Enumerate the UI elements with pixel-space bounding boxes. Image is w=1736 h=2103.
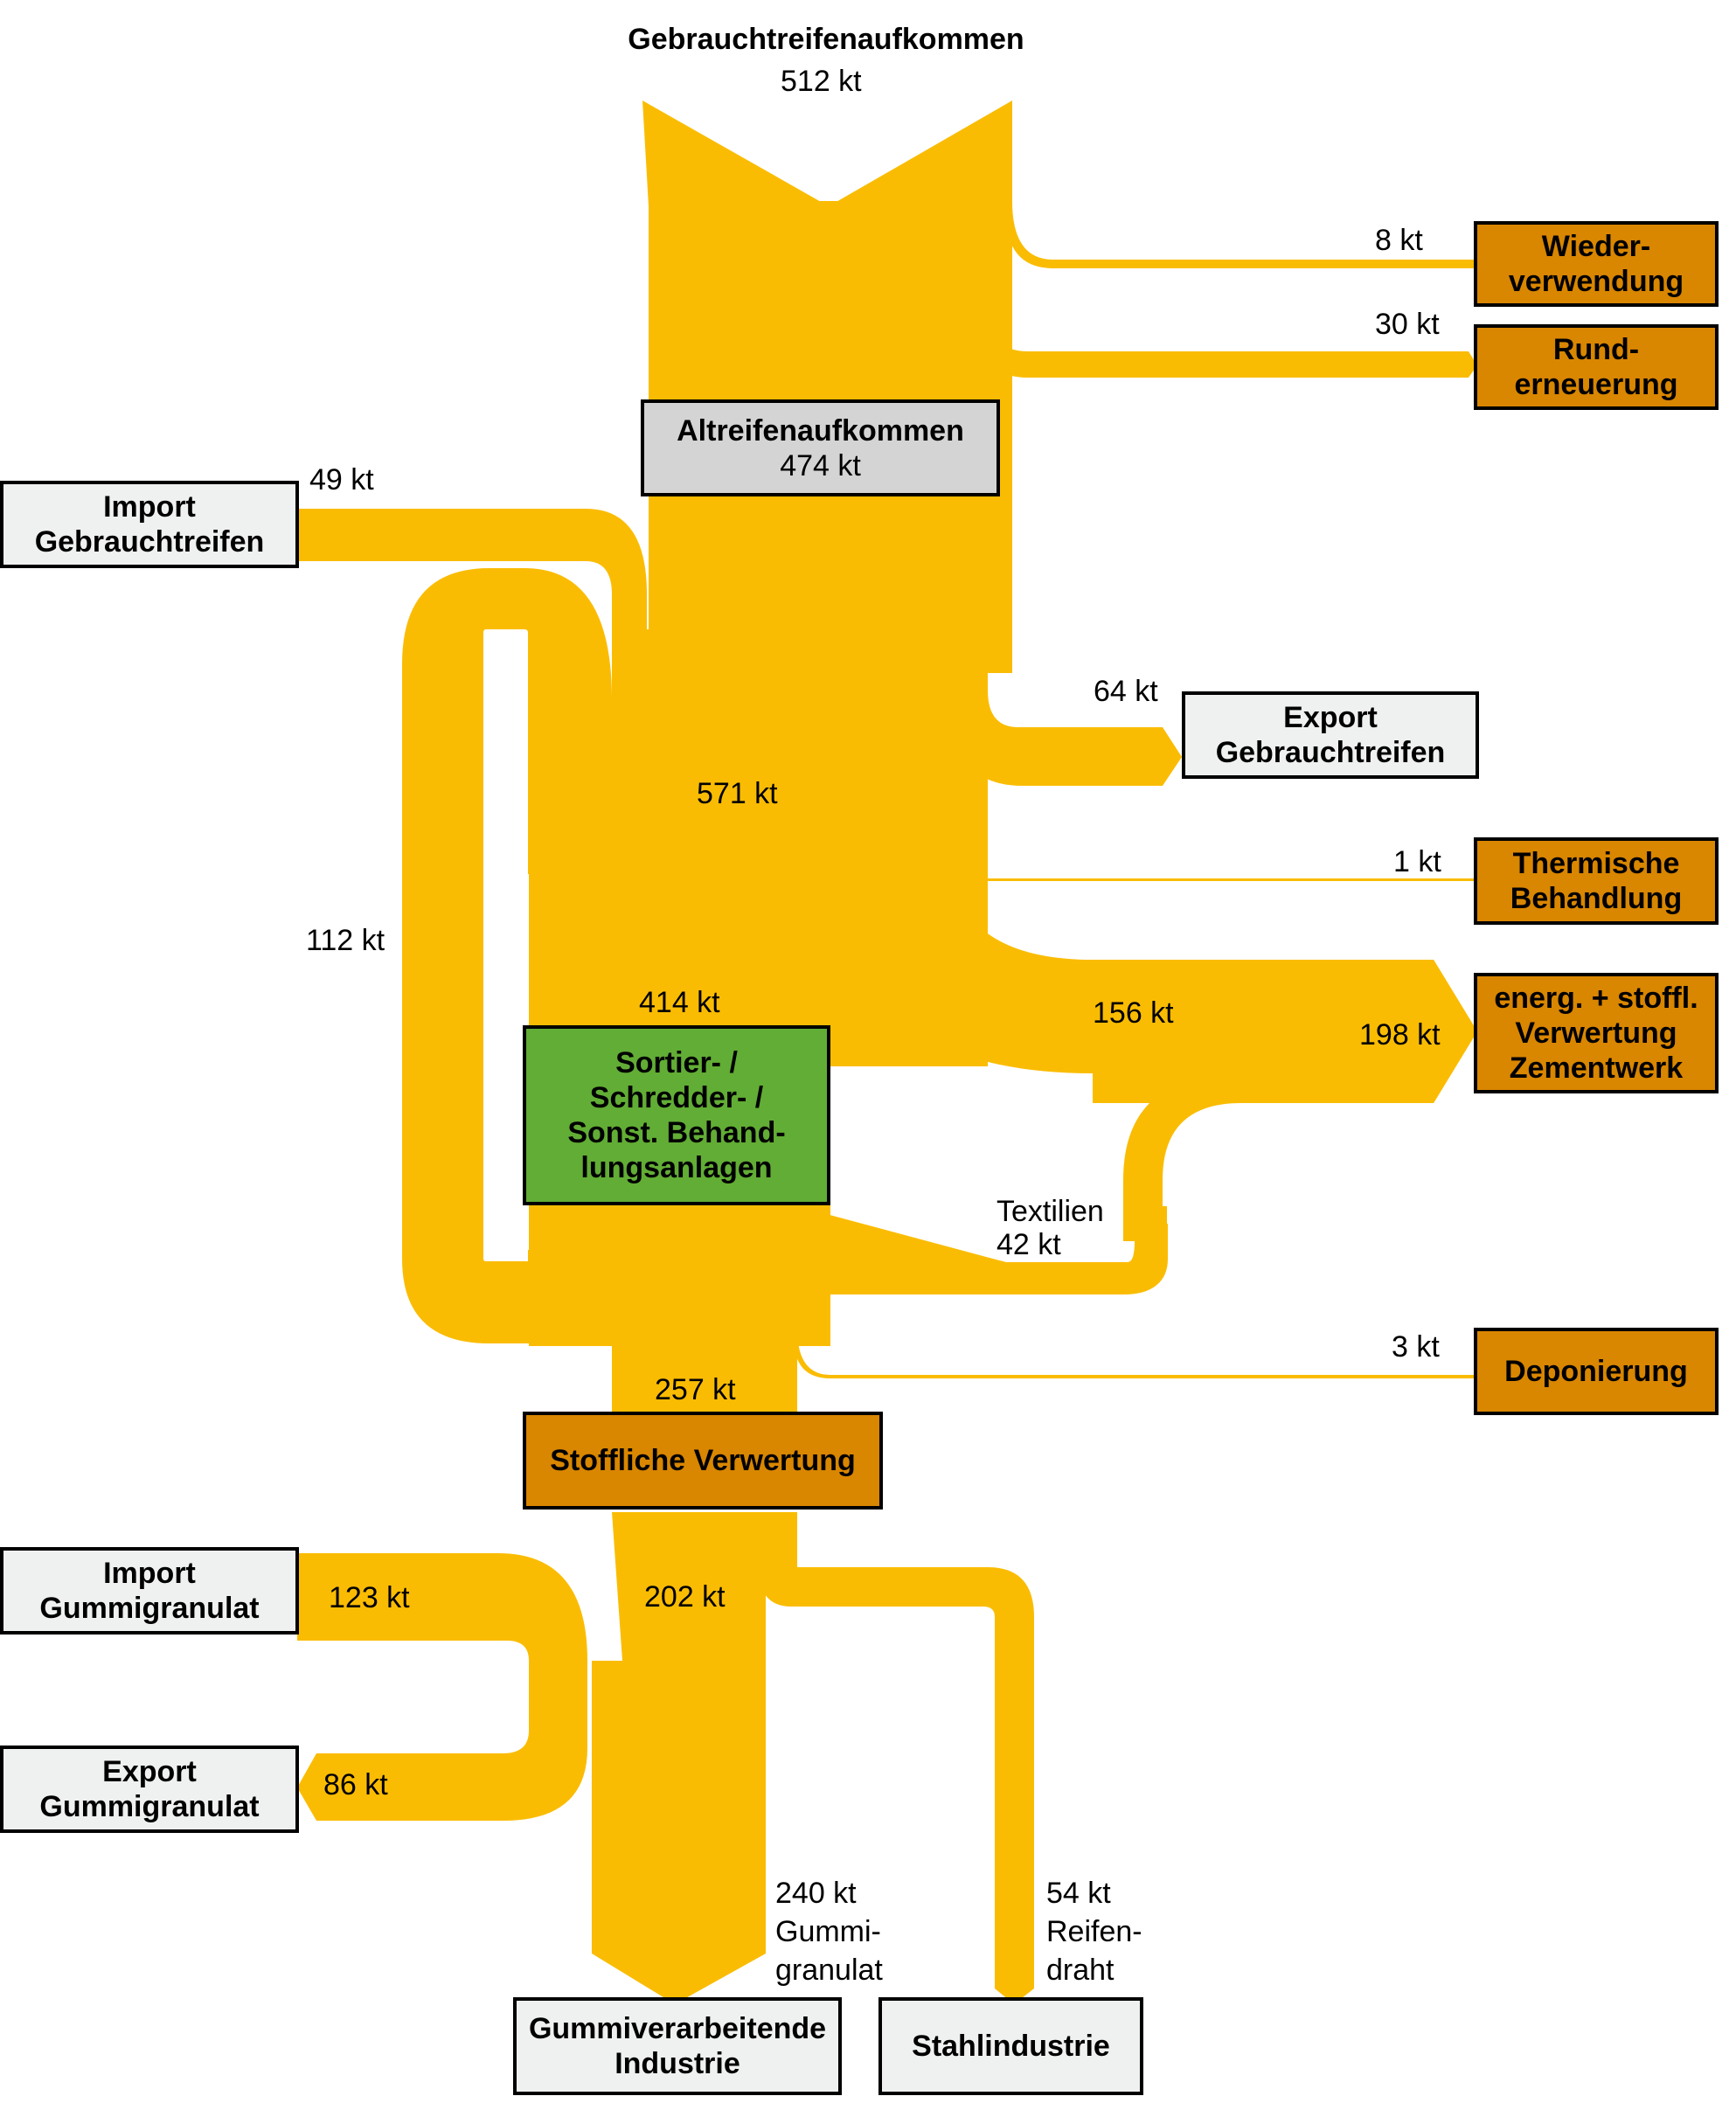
flow-gebrauchtreifen-input (642, 101, 1012, 206)
node-runderneuerung[interactable]: Rund- erneuerung (1474, 324, 1719, 410)
total-value: 512 kt (781, 65, 862, 98)
flow-label-total-input: 571 kt (697, 777, 778, 810)
flow-label-sortier-in: 414 kt (639, 986, 720, 1019)
node-gummiverarbeitende-industrie[interactable]: Gummiverarbeitende Industrie (513, 1997, 842, 2095)
node-thermische-behandlung[interactable]: Thermische Behandlung (1474, 837, 1719, 925)
flow-label-textilien: Textilien 42 kt (996, 1195, 1104, 1261)
flow-label-import-granulat: 123 kt (329, 1581, 410, 1614)
flow-stofflich (612, 1337, 797, 1420)
flow-stofflich-out (592, 1512, 766, 2004)
flow-export-gebrauchtreifen (946, 612, 1182, 786)
flow-label-deponierung: 3 kt (1392, 1330, 1440, 1364)
chart-title: Gebrauchtreifenaufkommen (628, 23, 1024, 56)
flow-import-gebrauchtreifen (297, 509, 647, 682)
flow-label-export-gebrauchtreifen: 64 kt (1094, 675, 1158, 708)
flow-runderneuerung (983, 315, 1477, 378)
flow-label-stofflich-out: 202 kt (644, 1580, 726, 1614)
flow-label-wiederverwendung: 8 kt (1375, 224, 1423, 257)
flow-reifendraht (758, 1512, 1034, 2004)
flow-deponierung (794, 1329, 1477, 1378)
flow-label-stofflich: 257 kt (655, 1373, 736, 1406)
node-stahlindustrie[interactable]: Stahlindustrie (878, 1997, 1143, 2095)
flow-label-runderneuerung: 30 kt (1375, 308, 1440, 341)
node-sortieranlagen[interactable]: Sortier- / Schredder- / Sonst. Behand- l… (523, 1025, 830, 1205)
node-import-gebrauchtreifen[interactable]: Import Gebrauchtreifen (0, 481, 299, 568)
flow-label-zement-total: 198 kt (1359, 1018, 1441, 1052)
flow-label-zement-direct: 156 kt (1093, 996, 1174, 1030)
flow-wiederverwendung (1005, 201, 1477, 268)
flow-import-granulat (297, 1553, 587, 1821)
node-export-gebrauchtreifen[interactable]: Export Gebrauchtreifen (1182, 691, 1479, 779)
node-import-gummigranulat[interactable]: Import Gummigranulat (0, 1547, 299, 1635)
flow-label-gummigranulat: 240 kt Gummi- granulat (775, 1877, 883, 1987)
node-deponierung[interactable]: Deponierung (1474, 1328, 1719, 1415)
node-altreifenaufkommen-value: 474 kt (780, 448, 861, 482)
node-wiederverwendung[interactable]: Wieder- verwendung (1474, 221, 1719, 307)
flow-label-export-granulat: 86 kt (323, 1768, 388, 1801)
node-stoffliche-verwertung[interactable]: Stoffliche Verwertung (523, 1412, 883, 1510)
node-altreifenaufkommen[interactable]: Altreifenaufkommen 474 kt (641, 399, 1000, 496)
node-altreifenaufkommen-title: Altreifenaufkommen (677, 413, 964, 448)
flow-label-import-gebrauchtreifen: 49 kt (309, 463, 374, 496)
node-export-gummigranulat[interactable]: Export Gummigranulat (0, 1746, 299, 1833)
flow-label-thermisch: 1 kt (1393, 845, 1441, 878)
node-zementwerk[interactable]: energ. + stoffl. Verwertung Zementwerk (1474, 973, 1719, 1093)
flow-label-loop: 112 kt (306, 924, 385, 957)
flow-label-reifendraht: 54 kt Reifen- draht (1046, 1877, 1142, 1987)
flow-loop (402, 568, 612, 1343)
